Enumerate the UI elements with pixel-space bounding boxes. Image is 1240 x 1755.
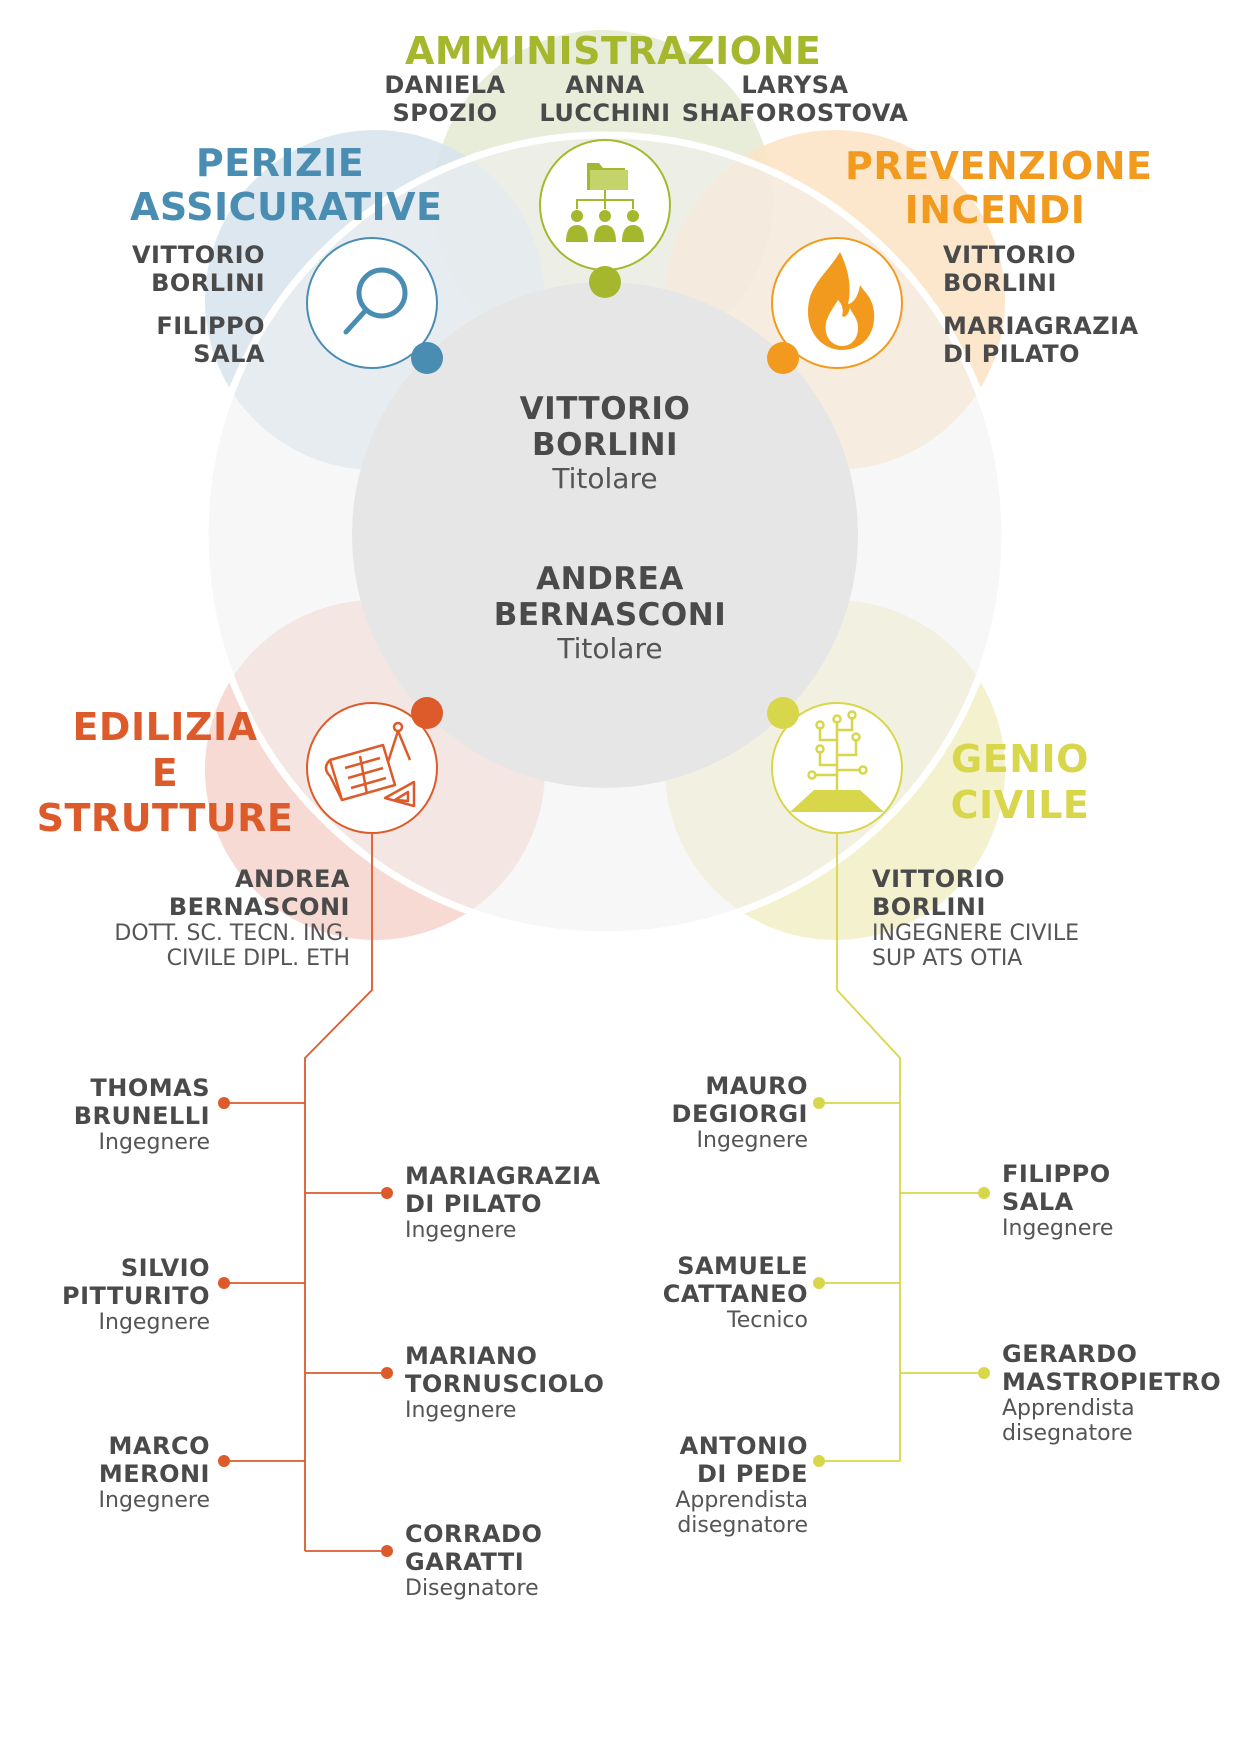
owner-role: Titolare	[557, 632, 663, 666]
team-member: MARIANO TORNUSCIOLO Ingegnere	[405, 1342, 605, 1424]
edilizia-title: EDILIZIA E STRUTTURE	[36, 705, 294, 841]
owner-name: BORLINI	[531, 426, 679, 463]
genio-connector-lines	[819, 833, 983, 1462]
admin-dot	[589, 266, 621, 298]
circuit-tree-icon	[790, 710, 884, 812]
owner-name: BERNASCONI	[493, 596, 727, 633]
owners-circle	[352, 282, 858, 788]
team-member: SAMUELE CATTANEO Tecnico	[662, 1252, 808, 1334]
edilizia-connector-dots	[218, 1097, 393, 1557]
flame-icon	[808, 252, 875, 350]
prevenzione-title: PREVENZIONE INCENDI	[845, 144, 1153, 232]
genio-connector-dots	[813, 1097, 990, 1467]
perizie-dot	[411, 342, 443, 374]
admin-member: ANNA LUCCHINI	[539, 71, 671, 127]
team-member: ANTONIO DI PEDE Apprendista disegnatore	[675, 1432, 808, 1539]
owner-block: VITTORIO BORLINI Titolare	[455, 391, 755, 496]
genio-dot	[767, 697, 799, 729]
admin-title: AMMINISTRAZIONE	[405, 29, 822, 73]
edilizia-dot	[411, 697, 443, 729]
genio-head: VITTORIO BORLINI INGEGNERE CIVILE SUP AT…	[872, 865, 1080, 972]
team-member: THOMAS BRUNELLI Ingegnere	[73, 1074, 210, 1156]
folder-org-icon	[566, 163, 644, 242]
team-member: GERARDO MASTROPIETRO Apprendista disegna…	[1002, 1340, 1222, 1447]
owner-name: ANDREA	[536, 561, 684, 597]
blueprint-icon	[324, 721, 416, 808]
team-member: MAURO DEGIORGI Ingegnere	[671, 1072, 808, 1154]
magnifier-icon	[343, 267, 408, 335]
owner-role: Titolare	[552, 462, 658, 496]
prevenzione-member: MARIAGRAZIA DI PILATO	[943, 312, 1139, 368]
prevenzione-dot	[767, 342, 799, 374]
perizie-member: FILIPPO SALA	[156, 312, 265, 368]
prevenzione-member: VITTORIO BORLINI	[943, 241, 1077, 297]
team-member: MARCO MERONI Ingegnere	[98, 1432, 210, 1514]
team-member: MARIAGRAZIA DI PILATO Ingegnere	[405, 1162, 601, 1244]
team-member: FILIPPO SALA Ingegnere	[1002, 1160, 1114, 1242]
admin-member: DANIELA SPOZIO	[384, 71, 506, 127]
owner-name: VITTORIO	[519, 391, 691, 427]
perizie-icon-circle	[306, 237, 438, 369]
team-member: CORRADO GARATTI Disegnatore	[405, 1520, 543, 1602]
admin-member: LARYSA SHAFOROSTOVA	[681, 71, 909, 127]
edilizia-connector-lines	[224, 833, 386, 1552]
team-member: SILVIO PITTURITO Ingegnere	[62, 1254, 210, 1336]
genio-title: GENIO CIVILE	[950, 737, 1090, 827]
edilizia-head: ANDREA BERNASCONI DOTT. SC. TECN. ING. C…	[114, 865, 350, 972]
perizie-member: VITTORIO BORLINI	[131, 241, 265, 297]
owner-block: ANDREA BERNASCONI Titolare	[455, 561, 765, 666]
perizie-title: PERIZIE ASSICURATIVE	[130, 141, 443, 229]
